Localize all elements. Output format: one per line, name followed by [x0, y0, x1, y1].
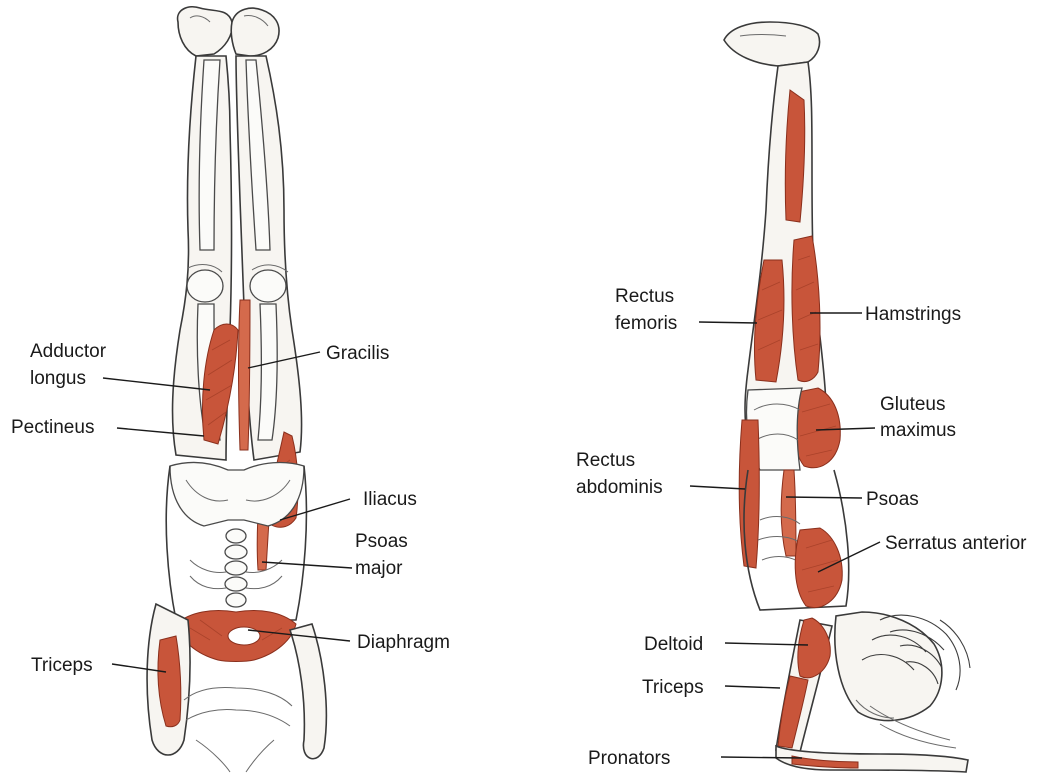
label-gluteus-maximus: Gluteus maximus	[880, 394, 956, 441]
right-foot	[231, 8, 279, 56]
psoas-muscle	[781, 470, 796, 556]
label-psoas: Psoas	[866, 489, 919, 510]
feet	[724, 22, 820, 66]
rectus-abdominis-muscle	[739, 420, 759, 568]
serratus-anterior-muscle	[795, 528, 842, 608]
label-deltoid: Deltoid	[644, 634, 703, 655]
label-pectineus: Pectineus	[11, 417, 94, 438]
head	[835, 612, 942, 721]
spine	[225, 529, 247, 607]
label-gracilis: Gracilis	[326, 343, 389, 364]
hamstrings-muscle	[792, 236, 820, 382]
left-foot	[178, 7, 233, 56]
label-diaphragm: Diaphragm	[357, 632, 450, 653]
label-hamstrings: Hamstrings	[865, 304, 961, 325]
calf-muscle	[785, 90, 805, 222]
gracilis-muscle	[239, 300, 251, 450]
label-rectus-femoris: Rectus femoris	[615, 286, 679, 334]
gluteus-maximus-muscle	[793, 388, 840, 468]
front-view-figure	[147, 7, 326, 772]
label-triceps-left: Triceps	[31, 655, 93, 676]
label-rectus-abdominis: Rectus abdominis	[576, 450, 663, 498]
label-adductor-longus: Adductor longus	[30, 341, 111, 389]
label-pronators: Pronators	[588, 748, 670, 769]
pelvis	[170, 463, 304, 526]
label-psoas-major: Psoas major	[355, 531, 413, 579]
right-arm	[290, 624, 326, 759]
label-serratus-anterior: Serratus anterior	[885, 533, 1027, 554]
label-iliacus: Iliacus	[363, 489, 417, 510]
label-triceps-right: Triceps	[642, 677, 704, 698]
